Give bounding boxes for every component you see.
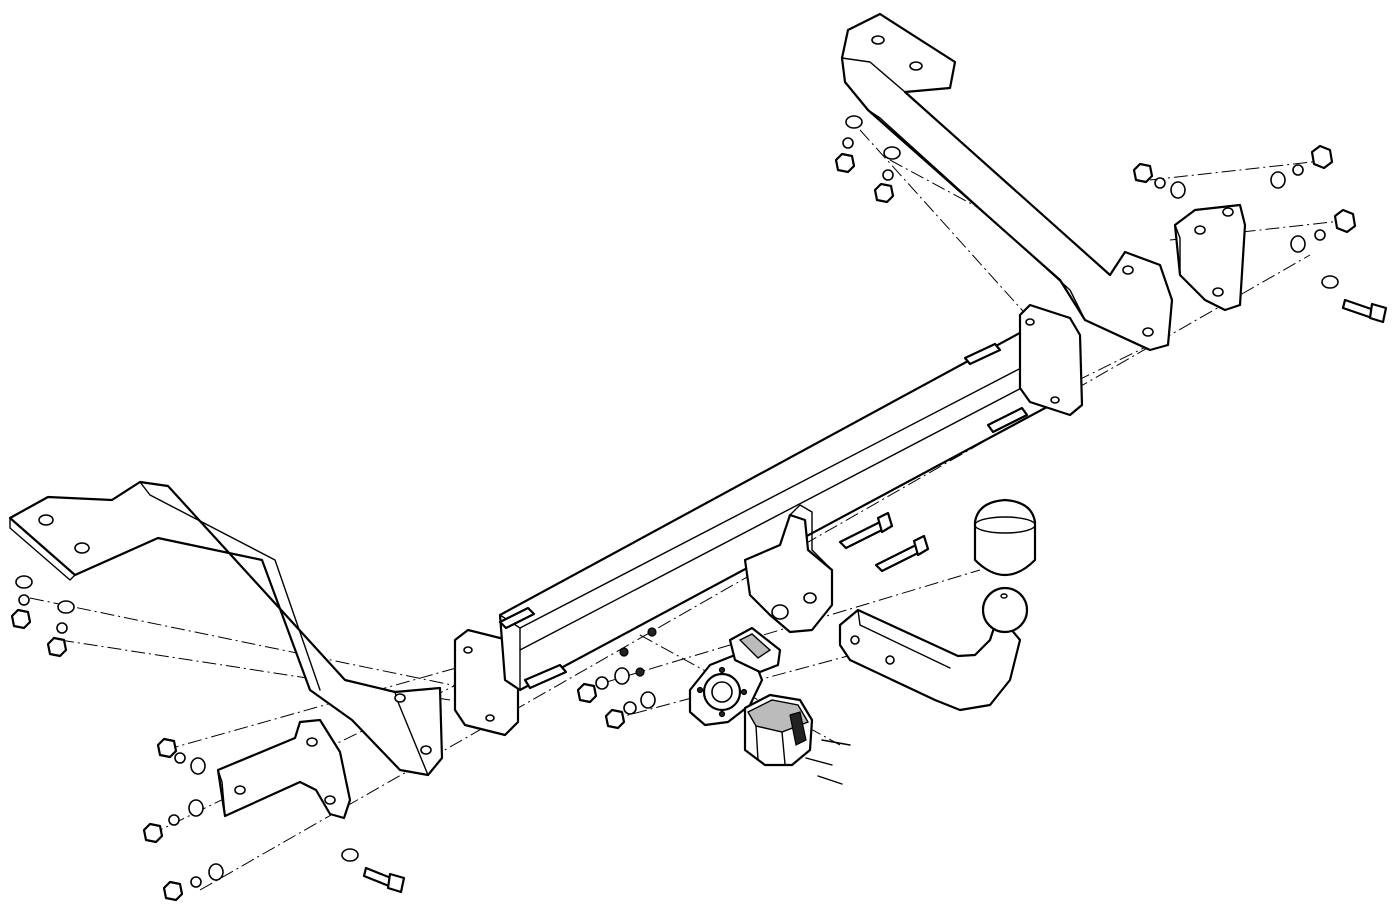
mounting-hole — [1212, 287, 1224, 297]
centerline — [59, 639, 451, 701]
washer — [595, 676, 609, 690]
washer — [883, 146, 901, 160]
towball-neck — [838, 586, 1029, 712]
left-side-arm — [8, 480, 444, 777]
socket-plate — [688, 626, 782, 727]
nut — [156, 737, 178, 759]
mounting-hole — [1122, 265, 1134, 275]
washer — [1314, 229, 1326, 241]
washer — [56, 622, 68, 634]
mounting-hole — [1025, 318, 1035, 326]
nut — [647, 627, 657, 637]
nut — [635, 667, 645, 677]
nut — [46, 636, 68, 658]
mounting-hole — [394, 693, 406, 703]
washer — [190, 876, 202, 888]
nut — [10, 608, 32, 630]
washer — [190, 757, 206, 775]
washer — [1170, 181, 1186, 199]
centerline — [1149, 159, 1331, 181]
nut — [1333, 208, 1357, 234]
mounting-hole — [1194, 225, 1206, 235]
washer — [1290, 235, 1306, 253]
mounting-hole — [1222, 207, 1234, 217]
nut — [142, 822, 164, 844]
bolt — [838, 511, 894, 550]
washer — [341, 848, 359, 862]
washer — [1154, 177, 1166, 189]
bolt — [1341, 298, 1388, 324]
mounting-hole — [420, 745, 432, 755]
centerline — [199, 254, 1311, 891]
nut — [619, 647, 629, 657]
centerline — [609, 649, 871, 721]
crossbar-tube — [453, 303, 1084, 737]
centerline — [579, 569, 981, 691]
right-side-arm — [840, 12, 1174, 352]
mounting-hole — [803, 592, 817, 604]
washer — [882, 169, 894, 181]
stud — [523, 663, 568, 690]
bolt — [805, 739, 851, 785]
washer — [168, 814, 180, 826]
nut — [604, 708, 626, 730]
mounting-hole — [909, 61, 923, 71]
washer — [15, 575, 33, 589]
towball — [981, 586, 1029, 634]
washer — [174, 752, 186, 764]
right-bracket — [1173, 203, 1247, 312]
nut — [162, 880, 184, 902]
bolts — [362, 298, 1388, 894]
washer — [614, 667, 630, 685]
mounting-hole — [1050, 396, 1060, 404]
stud — [986, 406, 1029, 434]
mounting-hole — [324, 795, 336, 805]
washer — [208, 863, 224, 881]
mounting-hole — [74, 542, 90, 554]
washer — [57, 600, 75, 614]
washer — [1270, 171, 1286, 189]
centerline — [29, 597, 516, 699]
mounting-hole — [234, 785, 246, 795]
washer — [1321, 275, 1339, 289]
right-end-plate — [1018, 303, 1084, 417]
towball-cap — [973, 498, 1037, 577]
electrical-socket — [743, 693, 814, 767]
mounting-hole — [1142, 327, 1154, 337]
mounting-hole — [38, 514, 54, 526]
nut — [873, 182, 895, 204]
bolt — [362, 866, 406, 894]
washer — [18, 594, 30, 606]
stud — [498, 606, 536, 630]
stud — [963, 342, 1002, 366]
washer — [623, 701, 637, 715]
nut — [576, 682, 598, 704]
mounting-hole — [850, 635, 860, 645]
nut — [1310, 144, 1334, 170]
mounting-hole — [771, 604, 789, 620]
washer — [1292, 164, 1304, 176]
mounting-hole — [871, 35, 885, 45]
nut — [834, 152, 856, 174]
mounting-hole — [306, 737, 318, 747]
centerline — [859, 129, 1041, 331]
washer — [640, 691, 656, 709]
nut — [1132, 162, 1154, 184]
bolt — [874, 534, 930, 573]
fasteners — [10, 115, 1357, 902]
washer — [845, 115, 863, 129]
mounting-hole — [485, 714, 495, 722]
washer — [842, 137, 854, 149]
mounting-hole — [885, 655, 895, 665]
washer — [188, 799, 204, 817]
mounting-hole — [463, 646, 473, 654]
left-bracket — [216, 718, 352, 820]
